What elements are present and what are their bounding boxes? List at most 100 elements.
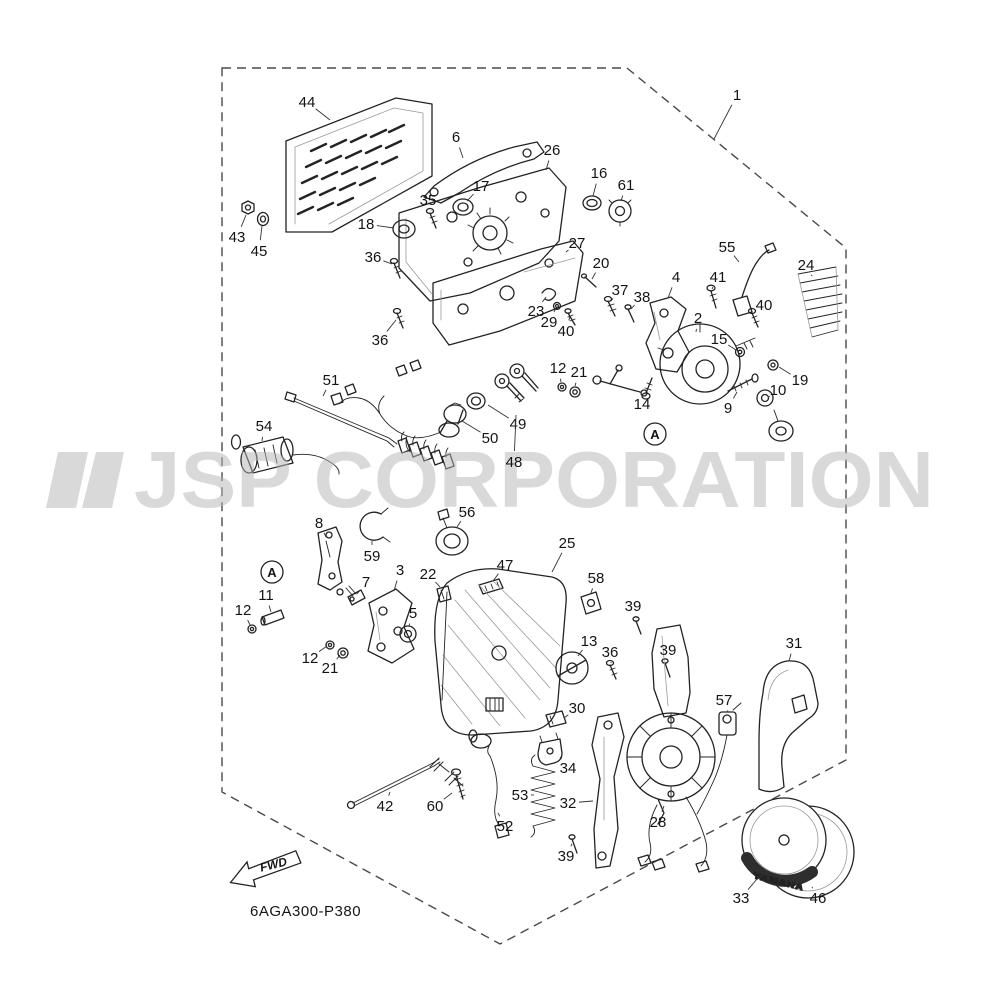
callout-13: 13 bbox=[577, 633, 598, 657]
part-11-pin bbox=[260, 609, 285, 626]
callout-23: 23 bbox=[528, 296, 547, 320]
part-56-buzzer bbox=[435, 508, 469, 556]
part-45-washer bbox=[256, 211, 270, 227]
svg-text:36: 36 bbox=[372, 332, 389, 349]
part-7-lever bbox=[347, 589, 366, 606]
callout-22: 22 bbox=[420, 566, 441, 588]
svg-text:30: 30 bbox=[569, 700, 586, 717]
callout-19: 19 bbox=[778, 366, 809, 389]
svg-text:26: 26 bbox=[544, 142, 561, 159]
callout-54: 54 bbox=[256, 418, 272, 442]
callout-8: 8 bbox=[315, 515, 327, 538]
callout-36: 36 bbox=[365, 249, 393, 266]
svg-text:4: 4 bbox=[672, 269, 680, 286]
part-51-link-rod bbox=[284, 391, 398, 448]
part-24-spring bbox=[797, 266, 843, 338]
callout-50: 50 bbox=[461, 420, 498, 447]
callout-47: 47 bbox=[492, 557, 513, 582]
svg-text:23: 23 bbox=[528, 303, 545, 320]
svg-text:1: 1 bbox=[733, 87, 741, 104]
callout-18: 18 bbox=[358, 216, 395, 233]
callout-28: 28 bbox=[650, 805, 666, 831]
svg-text:6: 6 bbox=[452, 129, 460, 146]
svg-text:18: 18 bbox=[358, 216, 375, 233]
part-38-screw bbox=[624, 304, 635, 323]
part-47-strip bbox=[478, 578, 504, 595]
svg-text:44: 44 bbox=[299, 94, 316, 111]
part-52-tilt-switch bbox=[468, 729, 510, 839]
part-9-bolt bbox=[727, 373, 759, 392]
part-21-ring-b bbox=[337, 647, 349, 659]
part-54-connector-plug bbox=[230, 434, 340, 475]
callout-46: 46 bbox=[810, 886, 827, 907]
callout-12: 12 bbox=[550, 360, 567, 383]
callout-48: 48 bbox=[506, 414, 523, 471]
svg-text:17: 17 bbox=[473, 178, 490, 195]
svg-text:49: 49 bbox=[510, 416, 527, 433]
svg-text:60: 60 bbox=[427, 798, 444, 815]
part-37-screw bbox=[603, 295, 617, 317]
svg-text:3: 3 bbox=[396, 562, 404, 579]
part-5-grommet bbox=[399, 625, 417, 643]
callout-55: 55 bbox=[719, 239, 740, 263]
part-6-bracket-arm bbox=[423, 141, 545, 204]
callout-11: 11 bbox=[258, 587, 274, 613]
svg-text:38: 38 bbox=[634, 289, 651, 306]
part-61-cap bbox=[608, 199, 632, 227]
svg-text:12: 12 bbox=[550, 360, 567, 377]
fwd-arrow: FWD bbox=[229, 849, 302, 888]
callout-36: 36 bbox=[372, 319, 397, 349]
part-8-bracket bbox=[317, 526, 357, 597]
callout-24: 24 bbox=[798, 257, 814, 277]
svg-text:41: 41 bbox=[710, 269, 727, 286]
callout-15: 15 bbox=[711, 331, 737, 351]
callout-32: 32 bbox=[560, 795, 594, 812]
svg-text:45: 45 bbox=[251, 243, 268, 260]
part-18-damper-b bbox=[768, 409, 794, 442]
part-39-screw-c bbox=[568, 834, 578, 854]
part-55-cable-switch bbox=[732, 242, 777, 317]
svg-text:46: 46 bbox=[810, 890, 827, 907]
svg-text:40: 40 bbox=[756, 297, 773, 314]
part-34-clamp bbox=[537, 732, 563, 766]
svg-text:21: 21 bbox=[571, 364, 588, 381]
part-4-bracket bbox=[645, 296, 690, 373]
part-23-clip bbox=[541, 287, 557, 301]
watermark: JSP CORPORATION bbox=[46, 435, 934, 524]
svg-text:9: 9 bbox=[724, 400, 732, 417]
part-12-washer-b bbox=[247, 624, 257, 634]
svg-text:52: 52 bbox=[497, 818, 514, 835]
svg-text:42: 42 bbox=[377, 798, 394, 815]
svg-text:A: A bbox=[267, 565, 277, 580]
part-30-clip bbox=[545, 710, 567, 728]
svg-text:16: 16 bbox=[591, 165, 608, 182]
part-57-switch bbox=[696, 702, 742, 815]
svg-text:13: 13 bbox=[581, 633, 598, 650]
part-36-screw-b bbox=[392, 307, 405, 329]
callout-43: 43 bbox=[229, 214, 247, 246]
svg-text:48: 48 bbox=[506, 454, 523, 471]
part-44-vent-panel bbox=[285, 97, 433, 233]
callout-60: 60 bbox=[427, 792, 453, 815]
svg-text:56: 56 bbox=[459, 504, 476, 521]
callout-5: 5 bbox=[408, 605, 417, 627]
part-17-grommet bbox=[452, 198, 474, 216]
wiring-harness bbox=[330, 359, 455, 470]
callout-49: 49 bbox=[487, 404, 527, 433]
part-25-housing bbox=[434, 568, 567, 736]
part-48-keys bbox=[494, 363, 539, 403]
drawing-code: 6AGA300-P380 bbox=[250, 903, 361, 920]
part-33-front-cover: YAMAHA bbox=[741, 797, 827, 893]
callout-31: 31 bbox=[786, 635, 802, 662]
svg-text:34: 34 bbox=[560, 760, 577, 777]
part-13-disc bbox=[555, 651, 589, 685]
callout-36: 36 bbox=[602, 644, 618, 663]
svg-text:19: 19 bbox=[792, 372, 809, 389]
svg-text:40: 40 bbox=[558, 323, 575, 340]
callout-39: 39 bbox=[558, 843, 574, 865]
callout-12: 12 bbox=[235, 602, 251, 626]
part-18-damper bbox=[392, 219, 416, 239]
callout-14: 14 bbox=[634, 393, 650, 413]
svg-text:7: 7 bbox=[362, 574, 370, 591]
